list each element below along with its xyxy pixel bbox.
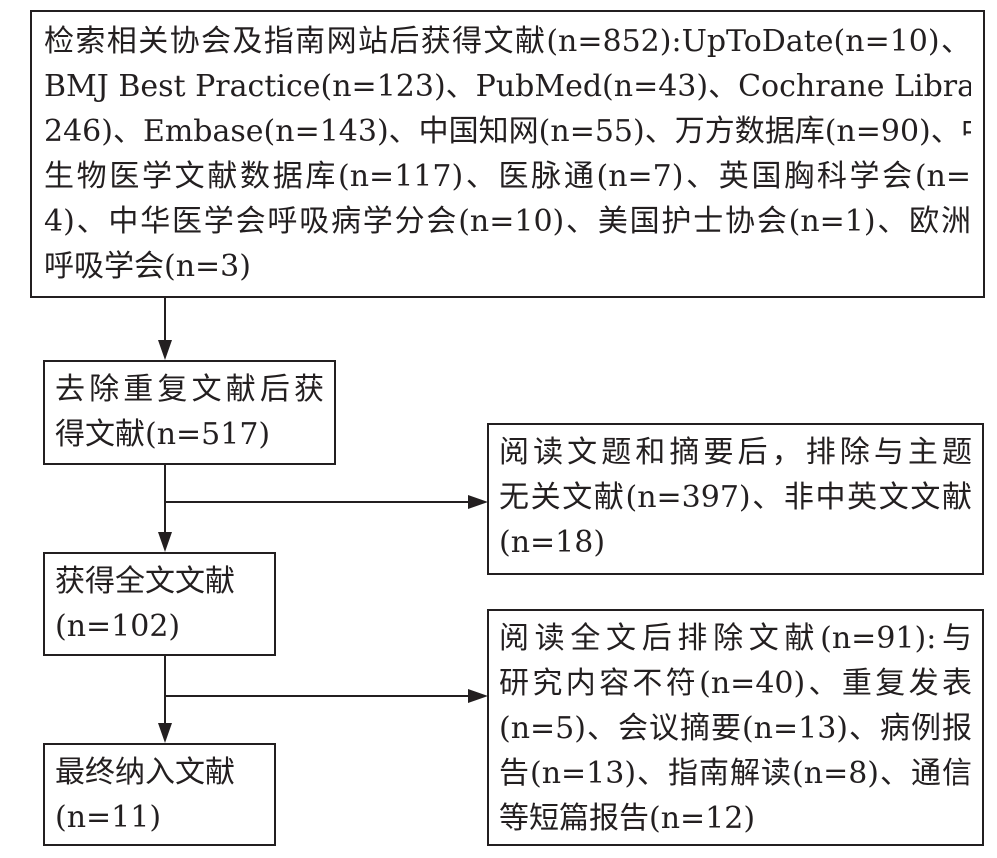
connector-line (164, 298, 166, 348)
exclude-fulltext-box: 阅读全文后排除文献(n=91):与 研究内容不符(n=40)、重复发表 (n=5… (487, 609, 984, 846)
box-text-line: (n=5)、会议摘要(n=13)、病例报 (499, 711, 972, 746)
arrow-down-icon (158, 532, 172, 552)
connector-line (164, 695, 474, 697)
fulltext-box: 获得全文文献 (n=102) (43, 552, 276, 656)
arrow-right-icon (468, 495, 488, 509)
arrow-down-icon (158, 723, 172, 743)
box-text-line: 告(n=13)、指南解读(n=8)、通信 (499, 756, 972, 791)
arrow-right-icon (468, 689, 488, 703)
box-text-line: 研究内容不符(n=40)、重复发表 (499, 666, 972, 701)
box-text-line: 生物医学文献数据库(n=117)、医脉通(n=7)、英国胸科学会(n= (44, 159, 971, 194)
box-text-line: 去除重复文献后获 (55, 372, 324, 407)
connector-line (164, 501, 474, 503)
exclude-abstract-box: 阅读文题和摘要后，排除与主题 无关文献(n=397)、非中英文文献 (n=18) (487, 423, 984, 575)
search-sources-box: 检索相关协会及指南网站后获得文献(n=852):UpToDate(n=10)、 … (30, 10, 985, 298)
box-text-line: BMJ Best Practice(n=123)、PubMed(n=43)、Co… (44, 69, 971, 104)
dedup-box: 去除重复文献后获 得文献(n=517) (43, 360, 336, 465)
connector-line (164, 465, 166, 545)
box-text-line: (n=102) (55, 609, 181, 644)
box-text-line: 获得全文文献 (55, 564, 235, 599)
box-text-line: 246)、Embase(n=143)、中国知网(n=55)、万方数据库(n=90… (44, 114, 971, 149)
box-text-line: (n=11) (55, 800, 162, 835)
box-text-line: 呼吸学会(n=3) (44, 249, 251, 284)
box-text-line: 阅读全文后排除文献(n=91):与 (499, 621, 972, 656)
arrow-down-icon (158, 340, 172, 360)
final-included-box: 最终纳入文献 (n=11) (43, 743, 276, 846)
box-text-line: (n=18) (499, 525, 606, 560)
box-text-line: 最终纳入文献 (55, 755, 235, 790)
box-text-line: 等短篇报告(n=12) (499, 801, 756, 836)
box-text-line: 检索相关协会及指南网站后获得文献(n=852):UpToDate(n=10)、 (44, 24, 971, 59)
box-text-line: 无关文献(n=397)、非中英文文献 (499, 480, 972, 515)
box-text-line: 阅读文题和摘要后，排除与主题 (499, 435, 972, 470)
box-text-line: 4)、中华医学会呼吸病学分会(n=10)、美国护士协会(n=1)、欧洲 (44, 204, 971, 239)
box-text-line: 得文献(n=517) (55, 417, 271, 452)
